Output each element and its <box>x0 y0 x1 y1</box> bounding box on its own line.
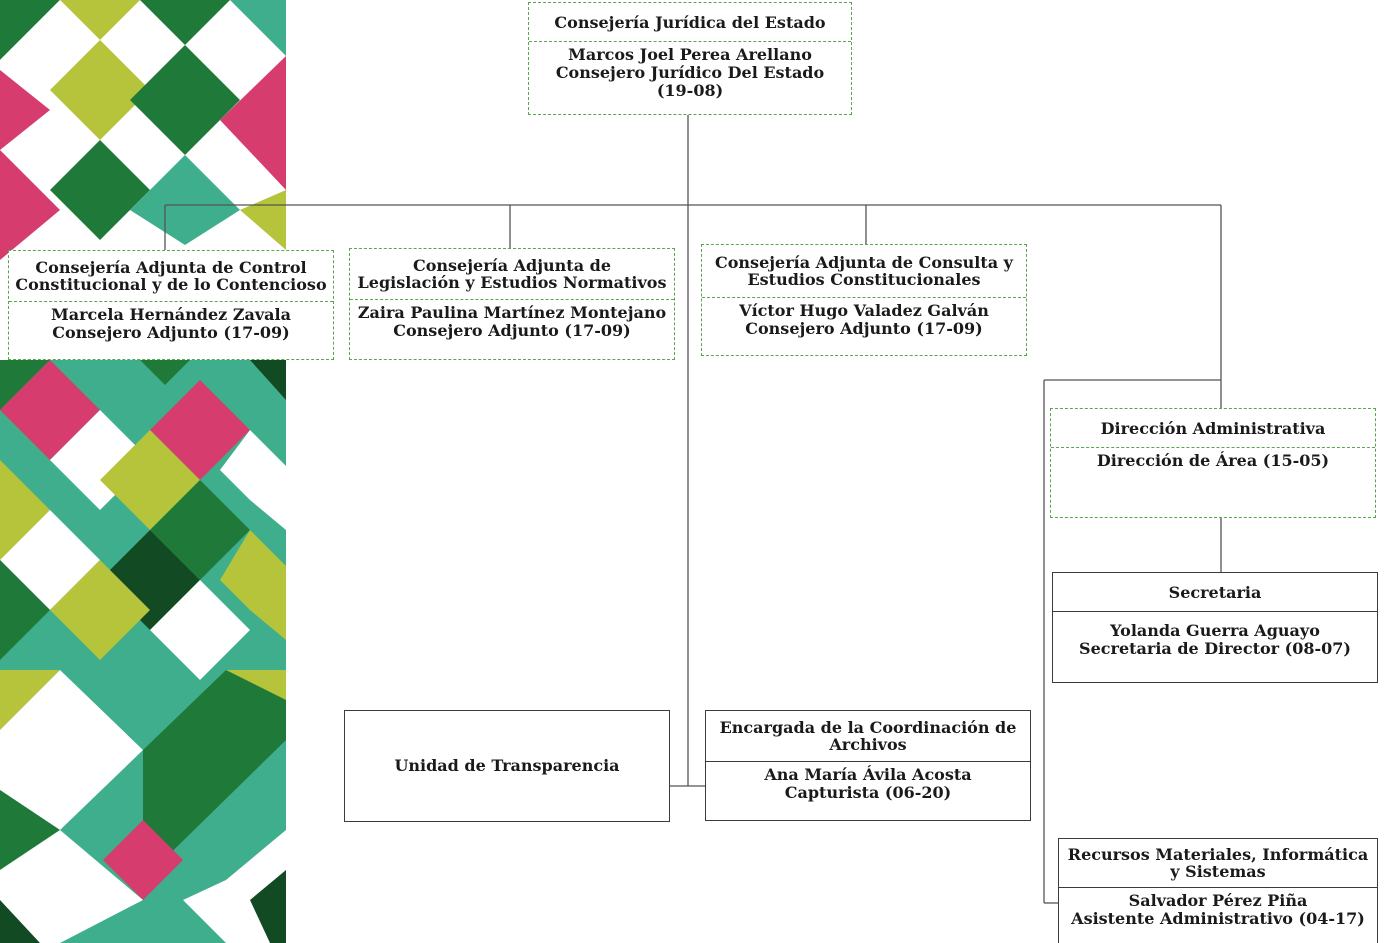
node-coordinacion-archivos: Encargada de la Coordinación de Archivos… <box>705 710 1031 821</box>
node-title: Dirección Administrativa <box>1051 409 1375 448</box>
node-body: Ana María Ávila Acosta Capturista (06-20… <box>764 765 972 802</box>
node-title: Consejería Adjunta de Consulta y Estudio… <box>702 245 1026 298</box>
node-secretaria: Secretaria Yolanda Guerra Aguayo Secreta… <box>1052 572 1378 683</box>
node-title: Recursos Materiales, Informática y Siste… <box>1059 839 1377 888</box>
node-body: Salvador Pérez Piña Asistente Administra… <box>1071 891 1365 928</box>
node-body: Marcela Hernández Zavala Consejero Adjun… <box>51 305 291 342</box>
node-legislacion: Consejería Adjunta de Legislación y Estu… <box>349 248 675 360</box>
node-title: Consejería Adjunta de Control Constituci… <box>9 251 333 302</box>
node-unidad-transparencia: Unidad de Transparencia <box>344 710 670 822</box>
node-body: Yolanda Guerra Aguayo Secretaria de Dire… <box>1079 621 1351 658</box>
node-control-constitucional: Consejería Adjunta de Control Constituci… <box>8 250 334 360</box>
node-direccion-administrativa: Dirección Administrativa Dirección de Ár… <box>1050 408 1376 518</box>
node-title: Secretaria <box>1053 573 1377 612</box>
node-body: Víctor Hugo Valadez Galván Consejero Adj… <box>739 301 989 338</box>
node-recursos-materiales: Recursos Materiales, Informática y Siste… <box>1058 838 1378 943</box>
root-node: Consejería Jurídica del Estado Marcos Jo… <box>528 2 852 115</box>
node-title: Consejería Adjunta de Legislación y Estu… <box>350 249 674 300</box>
node-body: Dirección de Área (15-05) <box>1096 451 1330 470</box>
node-body: Zaira Paulina Martínez Montejano Conseje… <box>357 303 667 340</box>
decorative-pattern <box>0 0 286 943</box>
node-title: Encargada de la Coordinación de Archivos <box>706 711 1030 762</box>
node-consulta: Consejería Adjunta de Consulta y Estudio… <box>701 244 1027 356</box>
root-body: Marcos Joel Perea Arellano Consejero Jur… <box>555 45 825 100</box>
root-title: Consejería Jurídica del Estado <box>529 3 851 42</box>
